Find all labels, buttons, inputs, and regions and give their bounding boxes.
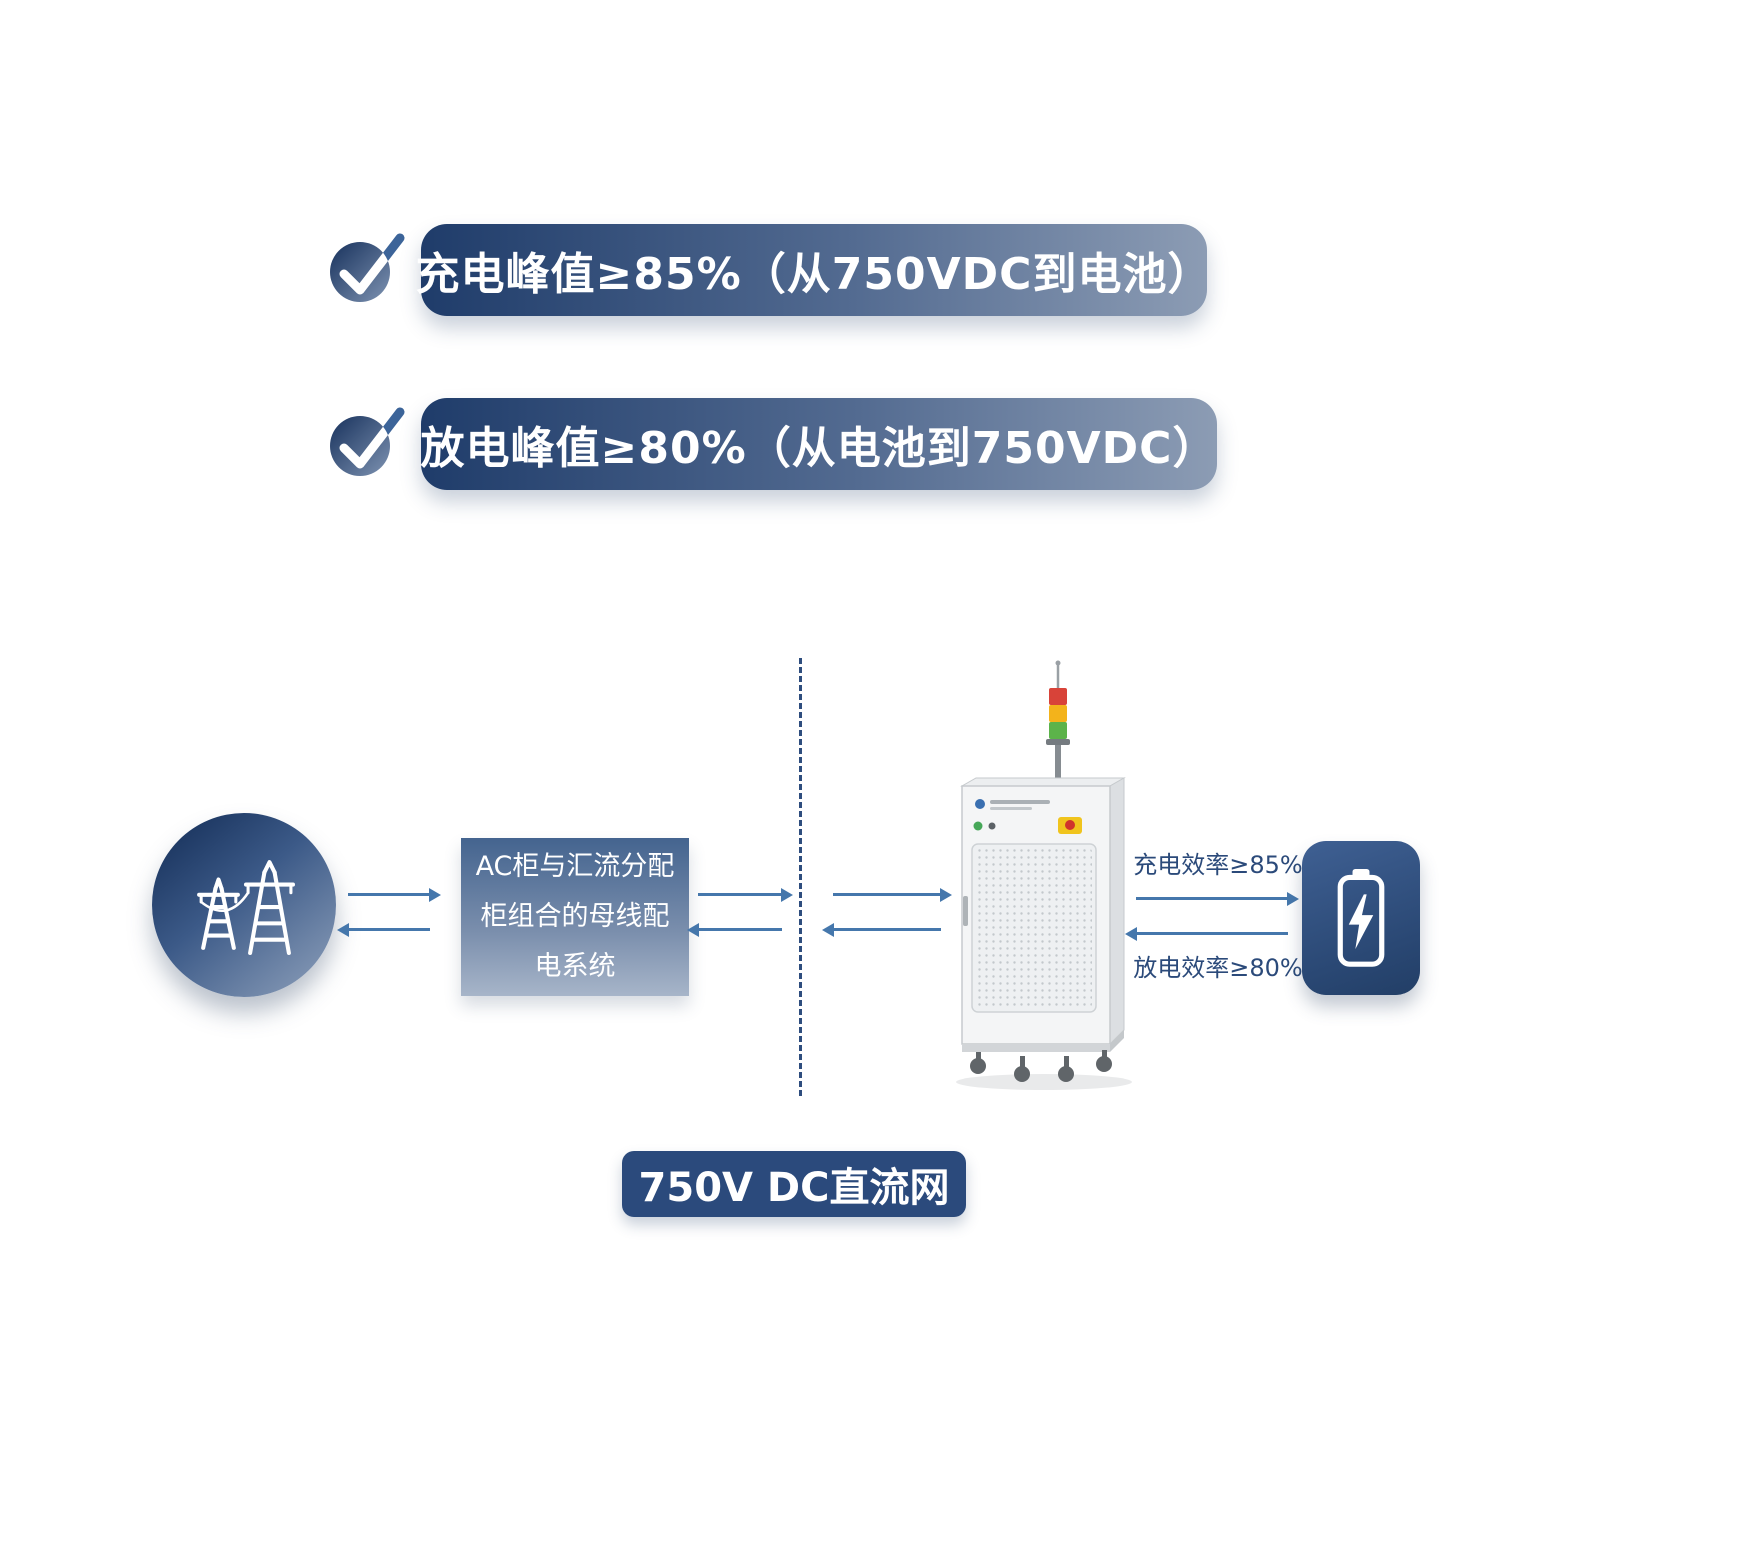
ac-distribution-box-label: AC柜与汇流分配柜组合的母线配电系统	[475, 851, 675, 982]
charge-efficiency-label: 充电效率≥85%	[1133, 851, 1303, 879]
dashed-divider	[799, 658, 802, 1096]
discharge-peak-banner: 放电峰值≥80%（从电池到750VDC）	[421, 398, 1217, 490]
discharge-peak-banner-label: 放电峰值≥80%（从电池到750VDC）	[420, 423, 1218, 474]
test-cabinet-illustration	[956, 660, 1132, 1090]
arrow-battery-to-cabinet	[1136, 932, 1288, 935]
stack-light-icon	[1046, 660, 1070, 780]
power-grid-node	[152, 813, 336, 997]
battery-bolt-icon	[1337, 868, 1385, 967]
dc-network-badge: 750V DC直流网	[622, 1151, 966, 1217]
charge-peak-banner: 充电峰值≥85%（从750VDC到电池）	[416, 224, 1211, 316]
charge-peak-banner-label: 充电峰值≥85%（从750VDC到电池）	[415, 249, 1213, 300]
arrow-cabinet-to-battery	[1136, 897, 1288, 900]
check-icon	[330, 233, 405, 302]
ac-distribution-box: AC柜与汇流分配柜组合的母线配电系统	[461, 838, 689, 996]
discharge-efficiency-label: 放电效率≥80%	[1133, 954, 1303, 982]
battery-node	[1302, 841, 1420, 995]
arrow-box-to-grid	[348, 928, 430, 931]
arrow-cabinet-to-bus	[833, 928, 941, 931]
transmission-tower-icon	[197, 860, 295, 955]
arrow-box-to-bus	[698, 893, 782, 896]
arrow-bus-to-cabinet	[833, 893, 941, 896]
dc-network-badge-label: 750V DC直流网	[638, 1165, 950, 1211]
check-icon	[330, 407, 405, 476]
arrow-grid-to-box	[348, 893, 430, 896]
arrow-bus-to-box	[698, 928, 782, 931]
